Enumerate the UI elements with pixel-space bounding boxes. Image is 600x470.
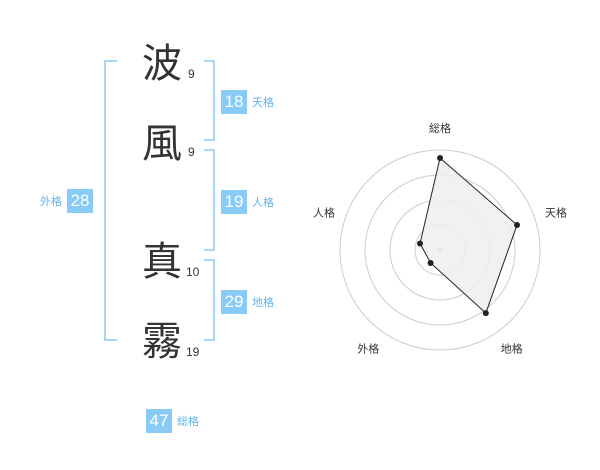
radar-point-2 xyxy=(482,310,489,317)
name-char-1: 波 xyxy=(142,41,182,87)
radar-polygon xyxy=(419,157,518,314)
radar-point-0 xyxy=(437,155,443,161)
jinkaku-bracket xyxy=(204,149,215,251)
name-char-4: 霧 xyxy=(142,319,182,365)
radar-axis-label-1: 天格 xyxy=(545,205,567,219)
stroke-count-2: 9 xyxy=(188,145,195,159)
chikaku-value: 29 xyxy=(221,290,247,314)
gaikaku-label: 外格 xyxy=(40,195,62,208)
gaikaku-score: 外格 28 xyxy=(40,189,93,213)
tenkaku-value: 18 xyxy=(221,90,247,114)
jinkaku-value: 19 xyxy=(221,190,247,214)
name-char-2: 風 xyxy=(142,121,182,167)
gaikaku-value: 28 xyxy=(67,189,93,213)
radar-point-4 xyxy=(417,240,424,247)
tenkaku-label: 天格 xyxy=(252,96,274,109)
radar-point-3 xyxy=(427,259,434,266)
chikaku-score: 29 地格 xyxy=(221,290,274,314)
radar-ring xyxy=(339,149,541,351)
radar-points xyxy=(417,155,521,317)
name-char-3: 真 xyxy=(142,239,182,285)
stroke-count-1: 9 xyxy=(188,67,195,81)
radar-axis-label-2: 地格 xyxy=(501,342,523,356)
soukaku-score: 47 総格 xyxy=(146,409,199,433)
radar-axis-label-0: 総格 xyxy=(429,121,451,135)
tenkaku-score: 18 天格 xyxy=(221,90,274,114)
jinkaku-score: 19 人格 xyxy=(221,190,274,214)
chikaku-bracket xyxy=(204,259,215,341)
soukaku-value: 47 xyxy=(146,409,172,433)
chikaku-label: 地格 xyxy=(252,296,274,309)
soukaku-label: 総格 xyxy=(177,415,199,428)
radar-axis-label-3: 外格 xyxy=(357,342,379,356)
jinkaku-label: 人格 xyxy=(252,196,274,209)
tenkaku-bracket xyxy=(204,60,215,141)
gaikaku-bracket xyxy=(104,60,117,341)
radar-axis-label-4: 人格 xyxy=(313,205,335,219)
radar-point-1 xyxy=(514,221,521,228)
stroke-count-3: 10 xyxy=(186,265,200,279)
stroke-count-4: 19 xyxy=(186,345,200,359)
radar-area xyxy=(419,157,518,314)
